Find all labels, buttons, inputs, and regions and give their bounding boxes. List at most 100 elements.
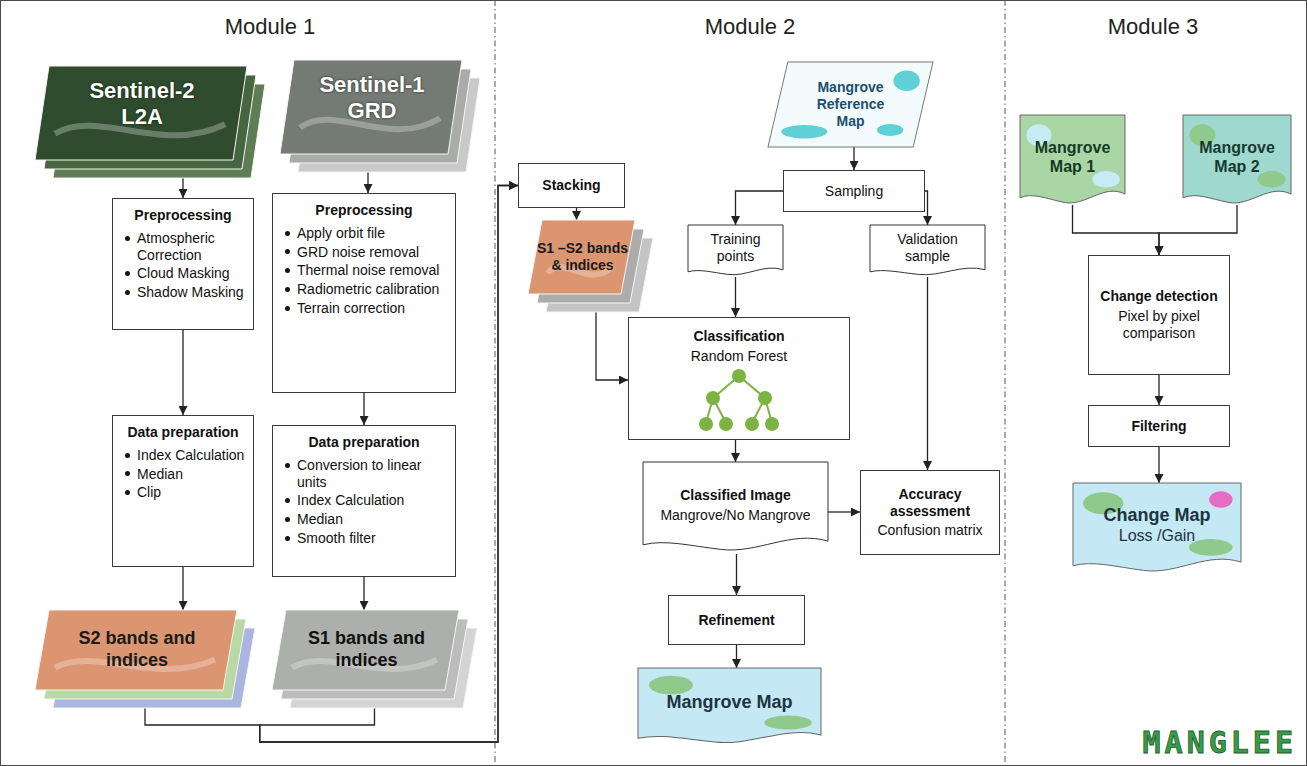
bullet-text: Shadow Masking (137, 284, 244, 300)
node-title: Mangrove Map 2 (1189, 138, 1285, 176)
box-body: Random Forest (691, 348, 787, 365)
box-body: Mangrove/No Mangrove (660, 507, 810, 524)
divider-line (495, 0, 496, 766)
outline-path (638, 668, 821, 743)
connector-arrow (736, 191, 784, 225)
map-patch (1092, 171, 1119, 188)
bullet-dot (125, 453, 130, 458)
bullet-text: Conversion to linear units (297, 457, 422, 490)
map-shape: Mangrove Map 2 (1183, 115, 1291, 207)
document-shape: Validation sample (870, 225, 985, 277)
outline-path (870, 225, 985, 275)
bullet-dot (285, 463, 290, 468)
box-heading: Training points (694, 231, 777, 265)
caption-block: Change MapLoss /Gain (1103, 505, 1210, 546)
bullet-item: Apply orbit file (281, 225, 447, 242)
box-heading: Classified Image (680, 487, 791, 504)
logo-text: MANGLEE (1143, 725, 1297, 760)
connector-arrow (367, 172, 368, 193)
module-heading: Module 1 (225, 14, 316, 40)
box-heading: Preprocessing (315, 202, 412, 219)
bullet-text: Smooth filter (297, 530, 376, 546)
caption-block: S1 bands and indices (297, 628, 437, 671)
bullet-text: Median (137, 466, 183, 482)
node-title: Sentinel-1 GRD (302, 72, 442, 125)
map-patch (649, 676, 693, 695)
bullet-dot (125, 271, 130, 276)
change-patch (1209, 491, 1233, 508)
node-title: S2 bands and indices (62, 628, 212, 671)
process-box: Data preparationIndex CalculationMedianC… (112, 415, 254, 567)
process-box: Sampling (783, 170, 925, 212)
image-stack: S1 bands and indices (272, 610, 477, 708)
stack-layer (35, 610, 237, 690)
connector-arrow (925, 191, 928, 225)
bullet-dot (285, 306, 290, 311)
box-heading: Classification (693, 328, 784, 345)
map-patch (781, 125, 827, 139)
connector-arrow (1073, 205, 1160, 255)
module-heading: Module 2 (705, 14, 796, 40)
caption-block: Sentinel-2 L2A (67, 78, 217, 131)
node-title: S1 bands and indices (297, 628, 437, 671)
outline-path (1183, 115, 1291, 203)
bullet-text: Apply orbit file (297, 225, 385, 241)
bullet-dot (125, 290, 130, 295)
connector-arrow (735, 440, 736, 462)
connector-arrow (182, 567, 183, 610)
stack-layer (35, 66, 247, 160)
outline-path (688, 225, 783, 275)
bullet-item: Median (281, 511, 447, 528)
box-heading: Validation sample (876, 231, 979, 265)
caption-block: S2 bands and indices (62, 628, 212, 671)
bullet-item: Conversion to linear units (281, 457, 447, 491)
node-title: Mangrove Reference Map (808, 79, 893, 129)
map-shape: Mangrove Map (638, 668, 821, 746)
map-shape: Mangrove Reference Map (768, 62, 933, 147)
map-patch (1258, 171, 1286, 188)
stack-layer (272, 610, 459, 690)
node-title: Mangrove Map (666, 692, 792, 714)
process-box: Stacking (518, 163, 625, 208)
map-shape: Mangrove Map 1 (1020, 115, 1125, 207)
connector-arrow (736, 645, 737, 668)
connector-arrow (576, 208, 577, 220)
connector-arrow (736, 554, 737, 595)
bullet-dot (285, 268, 290, 273)
bullet-dot (125, 236, 130, 241)
bullet-dot (125, 490, 130, 495)
node-title: S1 –S2 bands & indices (535, 240, 630, 274)
caption-block: S1 –S2 bands & indices (535, 240, 630, 274)
tree-icon (699, 368, 779, 434)
stack-layer (280, 60, 462, 154)
divider-line (1005, 0, 1006, 766)
box-heading: Data preparation (308, 434, 419, 451)
node-title: Mangrove Map 1 (1026, 138, 1119, 176)
box-heading: Accuracy assessment (869, 486, 991, 520)
connector-arrow (1158, 375, 1159, 405)
bullet-text: Index Calculation (297, 492, 404, 508)
caption-block: Sentinel-1 GRD (302, 72, 442, 125)
bullet-text: Median (297, 511, 343, 527)
box-heading: Change detection (1100, 288, 1217, 305)
bullet-text: Atmospheric Correction (137, 230, 215, 263)
caption-block: Mangrove Map (666, 692, 792, 714)
bullet-item: Median (121, 466, 245, 483)
box-heading: Stacking (542, 177, 600, 194)
bullet-dot (285, 249, 290, 254)
bullet-item: Index Calculation (281, 492, 447, 509)
bullet-text: GRD noise removal (297, 244, 419, 260)
bullet-dot (285, 517, 290, 522)
node-title: Sentinel-2 L2A (67, 78, 217, 131)
bullet-item: Shadow Masking (121, 284, 245, 301)
document-shape: Classified ImageMangrove/No Mangrove (643, 462, 828, 554)
bullet-dot (285, 498, 290, 503)
caption-block: Mangrove Map 2 (1189, 138, 1285, 176)
process-box: Accuracy assessmentConfusion matrix (860, 470, 1000, 555)
map-patch (877, 124, 903, 136)
process-box: Data preparationConversion to linear uni… (272, 425, 456, 577)
outline-path (1020, 115, 1125, 203)
bullet-item: Cloud Masking (121, 265, 245, 282)
